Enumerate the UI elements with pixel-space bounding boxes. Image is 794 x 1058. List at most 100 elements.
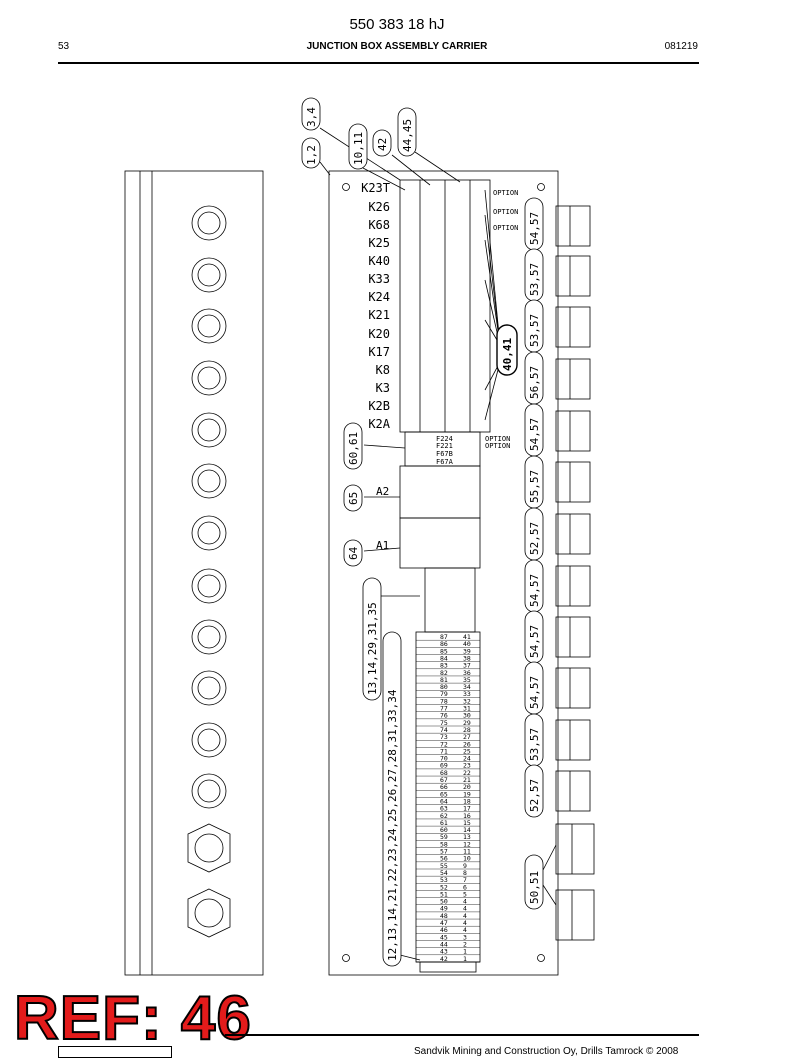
terminal-number-right: 31 — [463, 705, 471, 713]
terminal-number-right: 17 — [463, 805, 471, 813]
terminal-number-right: 25 — [463, 747, 471, 755]
relay-label: K2B — [368, 399, 390, 413]
terminal-number-left: 43 — [440, 948, 448, 956]
relay-label: K25 — [368, 236, 390, 250]
terminal-number-right: 6 — [463, 883, 467, 891]
page-number: 53 — [58, 41, 70, 52]
terminal-number-right: 21 — [463, 776, 471, 784]
terminal-number-right: 27 — [463, 733, 471, 741]
terminal-number-right: 35 — [463, 676, 471, 684]
terminal-number-right: 2 — [463, 940, 467, 948]
relay-label: K40 — [368, 254, 390, 268]
terminal-number-left: 54 — [440, 869, 448, 877]
callout-right-1: 54,57 — [528, 212, 541, 245]
relay-label: K8 — [376, 363, 390, 377]
callout-64: 64 — [347, 546, 360, 560]
terminal-number-right: 32 — [463, 697, 471, 705]
callout-50-51: 50,51 — [528, 871, 541, 904]
carrier-plate — [124, 170, 264, 976]
terminal-number-right: 39 — [463, 647, 471, 655]
terminal-number-left: 44 — [440, 940, 448, 948]
terminal-number-left: 68 — [440, 769, 448, 777]
footer-copyright: Sandvik Mining and Construction Oy, Dril… — [414, 1046, 679, 1057]
callout-right-9: 54,57 — [528, 625, 541, 658]
terminal-number-left: 79 — [440, 690, 448, 698]
relay-label: K68 — [368, 218, 390, 232]
relay-label: K23T — [361, 181, 390, 195]
terminal-number-left: 87 — [440, 633, 448, 641]
terminal-number-left: 52 — [440, 883, 448, 891]
terminal-number-right: 36 — [463, 669, 471, 677]
terminal-number-right: 18 — [463, 797, 471, 805]
terminal-number-left: 73 — [440, 733, 448, 741]
callout-right-5: 54,57 — [528, 418, 541, 451]
terminal-number-right: 34 — [463, 683, 471, 691]
relay-label: K2A — [368, 417, 390, 431]
callout-right-11: 53,57 — [528, 728, 541, 761]
terminal-number-right: 23 — [463, 762, 471, 770]
relay-label: K20 — [368, 327, 390, 341]
callout-65: 65 — [347, 492, 360, 505]
terminal-number-left: 78 — [440, 697, 448, 705]
terminal-number-right: 9 — [463, 862, 467, 870]
terminal-number-right: 22 — [463, 769, 471, 777]
terminal-number-right: 3 — [463, 933, 467, 941]
document-number: 550 383 18 hJ — [349, 16, 445, 33]
terminal-number-right: 20 — [463, 783, 471, 791]
terminal-number-right: 4 — [463, 898, 467, 906]
callout-right-7: 52,57 — [528, 522, 541, 555]
terminal-number-right: 7 — [463, 876, 467, 884]
terminal-number-left: 84 — [440, 654, 448, 662]
module-label: A2 — [376, 485, 389, 498]
callout-right-10: 54,57 — [528, 676, 541, 709]
terminal-number-left: 77 — [440, 705, 448, 713]
terminal-number-left: 69 — [440, 762, 448, 770]
terminal-number-left: 65 — [440, 790, 448, 798]
terminal-number-left: 86 — [440, 640, 448, 648]
terminal-number-left: 83 — [440, 662, 448, 670]
terminal-number-left: 72 — [440, 740, 448, 748]
option-label: OPTION — [493, 189, 518, 197]
callout-right-8: 54,57 — [528, 574, 541, 607]
document-date: 081219 — [664, 41, 698, 52]
right-glands — [555, 205, 595, 941]
terminal-number-right: 28 — [463, 726, 471, 734]
terminal-number-right: 19 — [463, 790, 471, 798]
callout-3-4: 3,4 — [305, 107, 318, 127]
terminal-number-right: 4 — [463, 912, 467, 920]
module-a2 — [399, 465, 481, 519]
terminal-number-left: 49 — [440, 905, 448, 913]
fuse-option-label: OPTION — [485, 442, 510, 450]
fuse-label: F224 — [436, 435, 453, 443]
callout-13-35: 13,14,29,31,35 — [366, 602, 379, 695]
terminal-number-right: 1 — [463, 955, 467, 963]
terminal-number-right: 16 — [463, 812, 471, 820]
terminal-number-left: 66 — [440, 783, 448, 791]
terminal-number-left: 46 — [440, 926, 448, 934]
ref-label: REF: 46 — [13, 984, 252, 1053]
terminal-number-left: 62 — [440, 812, 448, 820]
module-label: A1 — [376, 539, 389, 552]
relay-label: K33 — [368, 272, 390, 286]
relay-label: K24 — [368, 290, 390, 304]
callout-right-2: 53,57 — [528, 263, 541, 296]
page-title: JUNCTION BOX ASSEMBLY CARRIER — [306, 41, 488, 52]
terminal-number-right: 37 — [463, 662, 471, 670]
footer-rule — [225, 1034, 699, 1036]
terminal-number-right: 13 — [463, 833, 471, 841]
terminal-number-left: 71 — [440, 747, 448, 755]
terminal-number-right: 11 — [463, 848, 471, 856]
terminal-number-right: 40 — [463, 640, 471, 648]
terminal-number-left: 48 — [440, 912, 448, 920]
terminal-number-left: 85 — [440, 647, 448, 655]
terminal-number-right: 30 — [463, 712, 471, 720]
option-label: OPTION — [493, 224, 518, 232]
terminal-number-left: 60 — [440, 826, 448, 834]
terminal-number-right: 8 — [463, 869, 467, 877]
terminal-number-right: 29 — [463, 719, 471, 727]
terminal-number-left: 53 — [440, 876, 448, 884]
callout-12-34: 12,13,14,21,22,23,24,25,26,27,28,31,33,3… — [386, 689, 399, 961]
terminal-number-right: 4 — [463, 905, 467, 913]
callout-right-6: 55,57 — [528, 470, 541, 503]
terminal-number-left: 80 — [440, 683, 448, 691]
